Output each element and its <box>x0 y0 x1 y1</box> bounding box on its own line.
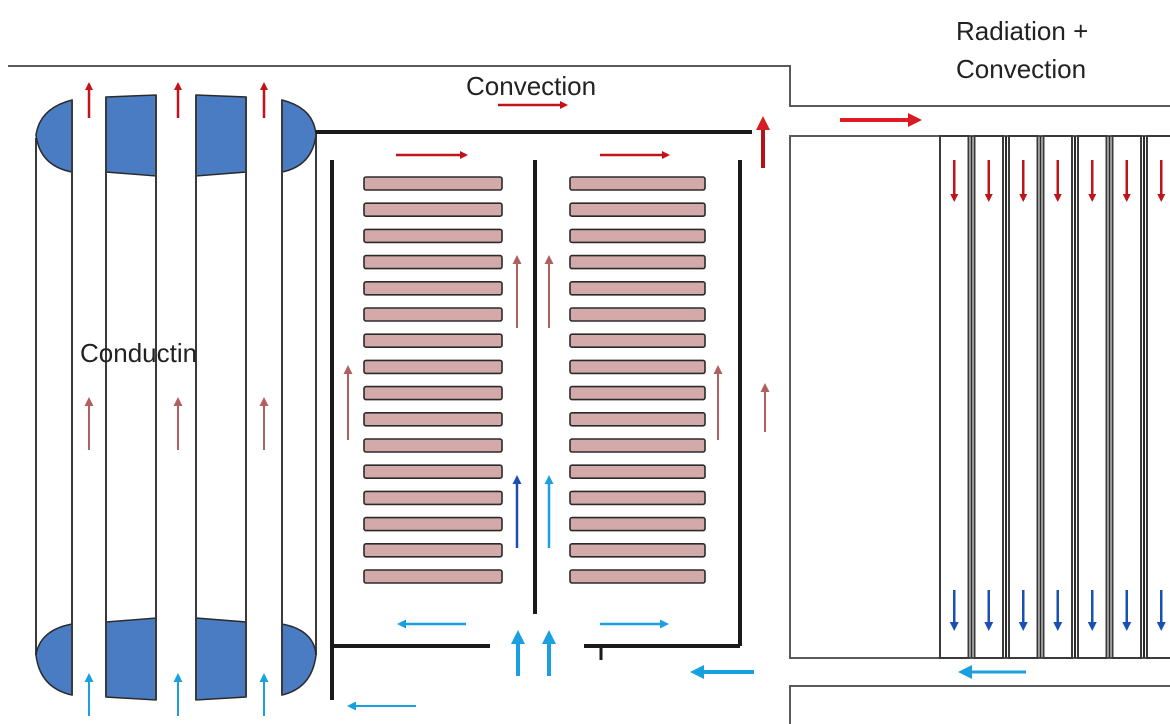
heat-fin <box>363 490 503 506</box>
heat-fin <box>363 385 503 401</box>
heat-fin <box>569 516 706 532</box>
heat-fin <box>569 254 706 270</box>
heat-fin <box>569 176 706 191</box>
top-cap-right <box>281 99 317 173</box>
radiation-tube <box>1077 135 1108 659</box>
heat-fin <box>569 438 706 453</box>
heat-fin <box>569 490 706 506</box>
radiation-tube <box>1042 135 1073 659</box>
heat-fin <box>363 438 503 453</box>
conduction-mid-arrows <box>84 397 269 450</box>
heat-fin <box>363 569 503 584</box>
heat-fin <box>363 228 503 244</box>
radiation-section: Radiation + Convection <box>840 16 1170 679</box>
duct-top-wall <box>8 65 1170 107</box>
bottom-cap-3 <box>195 617 247 701</box>
heat-fin <box>363 359 503 375</box>
heat-fin <box>569 333 706 349</box>
conduction-section: Conductin <box>35 82 317 716</box>
heat-fin <box>363 411 503 427</box>
radiation-label-line1: Radiation + <box>956 16 1088 46</box>
heat-fin <box>569 542 706 558</box>
radiation-label-line2: Convection <box>956 54 1086 84</box>
conduction-top-arrows <box>85 82 268 118</box>
convection-section: Convection <box>316 71 770 711</box>
heat-fin <box>569 228 706 244</box>
heat-fin <box>569 411 706 427</box>
radiation-tube <box>939 135 970 659</box>
conduction-bottom-arrows <box>84 673 269 716</box>
conduction-label: Conductin <box>80 338 197 368</box>
heat-fin <box>569 359 706 375</box>
heat-fin <box>363 202 503 217</box>
radiation-tube <box>1146 135 1170 659</box>
heat-fin <box>569 464 706 480</box>
heat-fin <box>363 280 503 296</box>
top-cap-2 <box>105 94 157 177</box>
heat-fin <box>363 542 503 558</box>
heat-fin <box>569 280 706 296</box>
radiation-tube <box>1008 135 1039 659</box>
heat-fin <box>569 385 706 401</box>
duct-bottom-wall <box>789 685 1170 724</box>
radiation-tubes <box>939 135 1170 659</box>
heat-fin <box>363 516 503 532</box>
fin-column-right <box>569 176 706 584</box>
bottom-cap-left <box>35 623 73 696</box>
convection-label: Convection <box>466 71 596 101</box>
top-cap-3 <box>195 94 247 177</box>
radiation-tube <box>973 135 1004 659</box>
bottom-cap-right <box>281 623 317 696</box>
heat-fin <box>569 569 706 584</box>
bottom-cap-2 <box>105 617 157 701</box>
fin-column-left <box>363 176 503 584</box>
heat-fin <box>363 464 503 480</box>
heat-fin <box>363 176 503 191</box>
heat-fin <box>363 333 503 349</box>
heat-fin <box>569 202 706 217</box>
heat-fin <box>363 254 503 270</box>
radiation-tube <box>1111 135 1142 659</box>
heat-fin <box>363 307 503 322</box>
top-cap-left <box>35 99 73 173</box>
heat-fin <box>569 307 706 322</box>
cylinder-tubes <box>71 95 283 700</box>
